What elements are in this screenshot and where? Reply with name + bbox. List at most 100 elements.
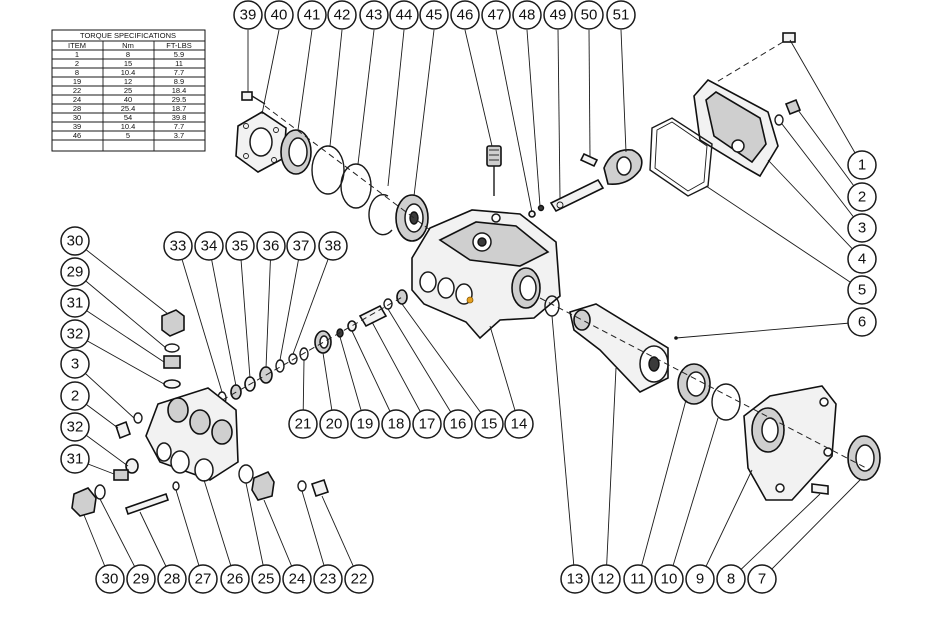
part-22-plug (310, 478, 330, 498)
callout-14: 14 (504, 409, 534, 439)
part-46-dipstick (486, 145, 502, 196)
part-37-o-ring (275, 359, 285, 373)
part-18-washer (347, 320, 357, 332)
part-24-plug (251, 470, 275, 501)
part-29-o-ring-low (94, 484, 106, 500)
callout-40-label: 40 (271, 7, 288, 24)
callout-37: 37 (286, 231, 316, 261)
callout-32-low-label: 32 (67, 419, 84, 436)
part-7-shaft-seal (847, 435, 881, 481)
callout-48-label: 48 (519, 7, 536, 24)
torque-row-4-ftlbs: 8.9 (174, 77, 184, 86)
callout-38: 38 (318, 231, 348, 261)
callout-33: 33 (163, 231, 193, 261)
callout-34: 34 (194, 231, 224, 261)
callout-2-left-label: 2 (71, 388, 79, 405)
callout-5-label: 5 (858, 282, 866, 299)
callout-27-label: 27 (195, 571, 212, 588)
parts-rear-cover (649, 32, 802, 197)
torque-row-8-ftlbs: 39.8 (172, 113, 187, 122)
torque-row-3-nm: 10.4 (121, 68, 136, 77)
callout-46: 46 (450, 0, 480, 30)
part-45-bearing (395, 194, 429, 242)
callout-27: 27 (188, 564, 218, 594)
callout-31-low: 31 (60, 444, 90, 474)
callout-47: 47 (481, 0, 511, 30)
parts-crankshaft-group (539, 295, 881, 501)
part-8-bolt (811, 483, 829, 495)
callout-29-bottom-label: 29 (133, 571, 150, 588)
part-11-bearing (677, 363, 711, 405)
part-4-crankcase-cover (693, 78, 779, 178)
callout-36: 36 (256, 231, 286, 261)
callout-5: 5 (847, 275, 877, 305)
callout-3-right: 3 (847, 213, 877, 243)
callout-20-label: 20 (326, 416, 343, 433)
callout-31-top: 31 (60, 288, 90, 318)
part-20-seal (314, 330, 332, 354)
torque-row-7-ftlbs: 18.7 (172, 104, 187, 113)
part-29-o-ring-top (164, 343, 180, 353)
callout-31-top-label: 31 (67, 295, 84, 312)
callout-15-label: 15 (481, 416, 498, 433)
callout-8: 8 (716, 564, 746, 594)
torque-header-ftlbs: FT-LBS (166, 41, 191, 50)
torque-row-6-item: 24 (73, 95, 81, 104)
part-10-o-ring (711, 383, 741, 421)
torque-row-8-item: 30 (73, 113, 81, 122)
part-21-o-ring (299, 347, 309, 361)
part-23-o-ring (297, 480, 307, 492)
torque-row-3-ftlbs: 7.7 (174, 68, 184, 77)
callout-31-low-label: 31 (67, 451, 84, 468)
torque-row-2-ftlbs: 11 (175, 59, 183, 68)
part-2-plug-right (784, 98, 802, 116)
callout-41-label: 41 (304, 7, 321, 24)
torque-table-title: TORQUE SPECIFICATIONS (80, 31, 176, 40)
callout-8-label: 8 (727, 571, 735, 588)
callout-48: 48 (512, 0, 542, 30)
part-2-plug-left (115, 420, 131, 440)
callout-23: 23 (313, 564, 343, 594)
callout-45: 45 (419, 0, 449, 30)
part-40-flange (235, 111, 287, 173)
parts-top-seal-group (235, 91, 431, 242)
torque-row-9-ftlbs: 7.7 (174, 122, 184, 131)
callout-1: 1 (847, 150, 877, 180)
callout-35: 35 (225, 231, 255, 261)
callout-34-label: 34 (201, 238, 218, 255)
part-28-bolt (124, 492, 170, 516)
callout-44-label: 44 (396, 7, 413, 24)
part-26-manifold (145, 387, 239, 482)
callout-17-label: 17 (419, 416, 436, 433)
callout-28: 28 (157, 564, 187, 594)
callout-7-label: 7 (758, 571, 766, 588)
torque-row-7-item: 28 (73, 104, 81, 113)
callout-39-label: 39 (240, 7, 257, 24)
callout-38-label: 38 (325, 238, 342, 255)
torque-row-2-item: 2 (75, 59, 79, 68)
callout-49-label: 49 (550, 7, 567, 24)
callout-41: 41 (297, 0, 327, 30)
callout-45-label: 45 (426, 7, 443, 24)
parts-plunger-line (299, 289, 408, 361)
callout-6-label: 6 (858, 314, 866, 331)
part-27-washer (172, 481, 180, 491)
part-31-valve-low (113, 469, 129, 481)
callout-30-bottom-label: 30 (102, 571, 119, 588)
part-50-pin (579, 152, 599, 168)
torque-header-nm: Nm (122, 41, 134, 50)
callout-1-label: 1 (858, 157, 866, 174)
callout-29-top-label: 29 (67, 264, 84, 281)
axis-plunger (204, 295, 405, 411)
torque-row-6-ftlbs: 29.5 (172, 95, 187, 104)
callout-51: 51 (606, 0, 636, 30)
callout-9: 9 (685, 564, 715, 594)
part-32-valve-seat-low (125, 458, 139, 474)
callout-21-label: 21 (295, 416, 312, 433)
callout-37-label: 37 (293, 238, 310, 255)
torque-header-item: ITEM (68, 41, 86, 50)
callout-15: 15 (474, 409, 504, 439)
